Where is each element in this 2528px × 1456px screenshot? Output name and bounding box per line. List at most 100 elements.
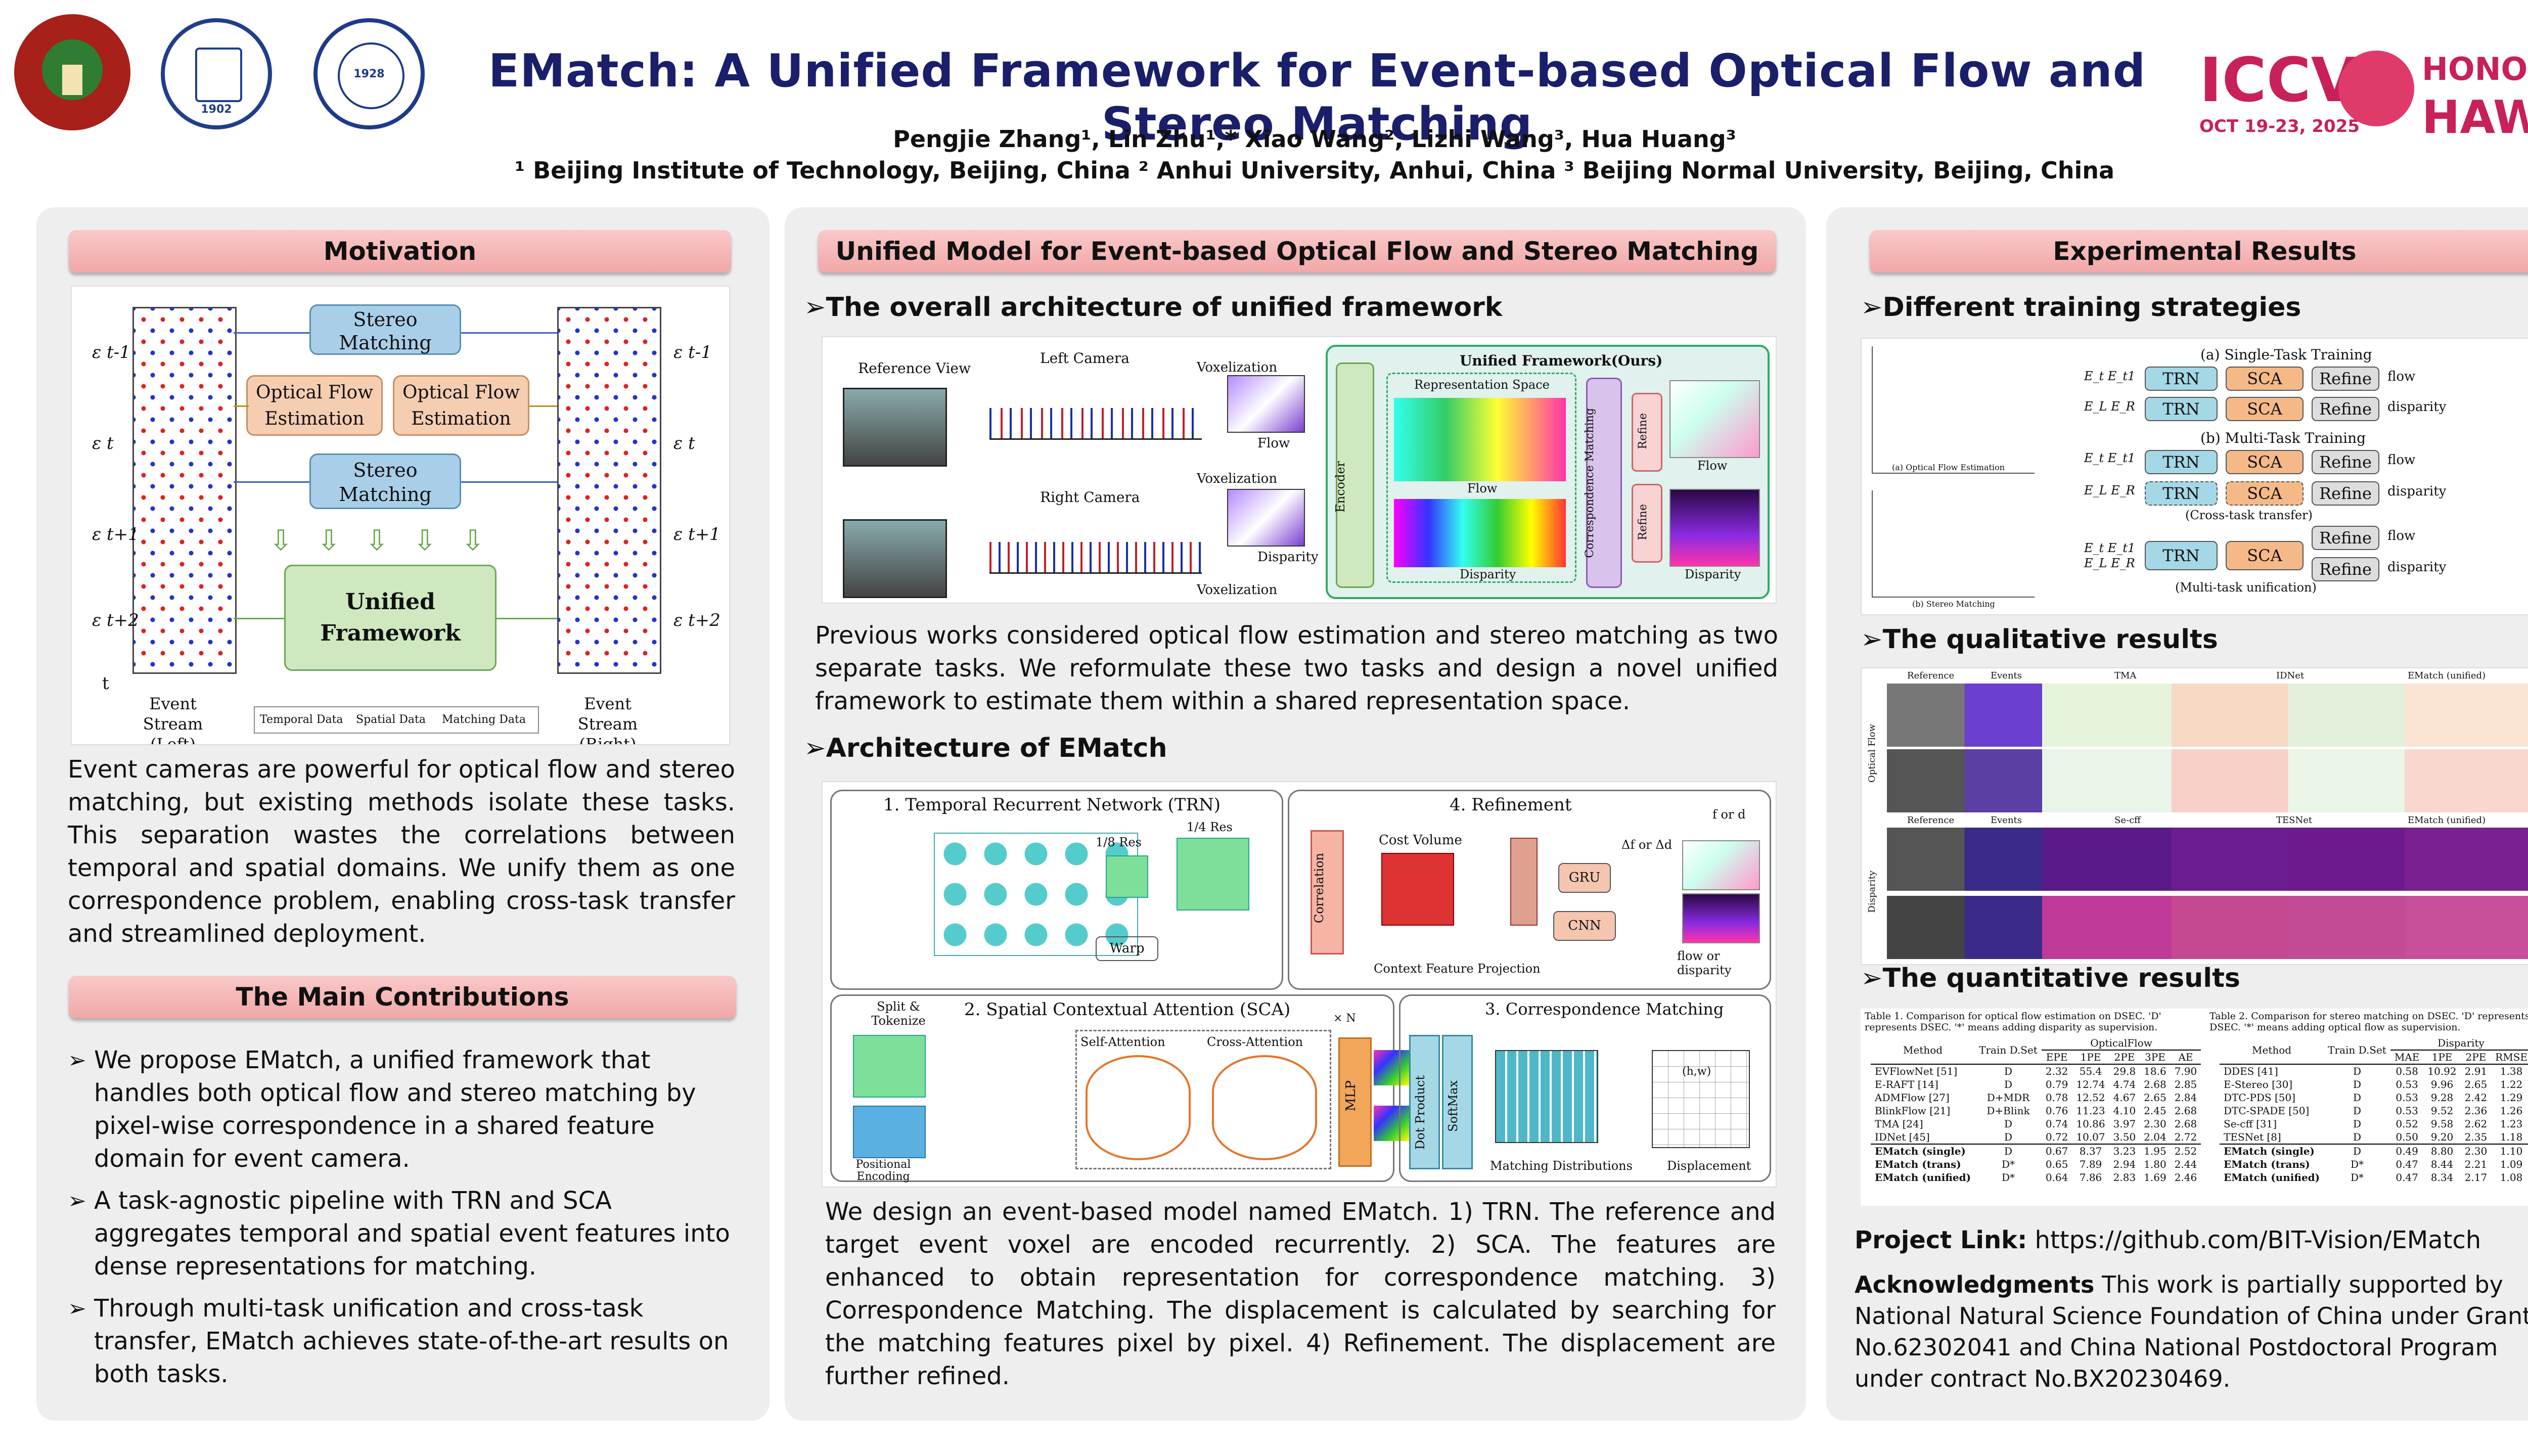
disp-result (1682, 893, 1760, 943)
table-cell: 2.21 (2464, 1158, 2488, 1170)
unification-label: (Multi-task unification) (2175, 580, 2317, 595)
training-strategies-figure: (a) Optical Flow Estimation (b) Stereo M… (1861, 338, 2528, 615)
table-cell: 7.86 (2079, 1171, 2102, 1184)
table-cell: D (2004, 1118, 2012, 1130)
stereo-geometry-diagram (1872, 490, 2035, 598)
col-label: Events (1991, 670, 2022, 681)
eps-label: ε t (673, 433, 695, 453)
eps-label: ε t+2 (92, 610, 139, 630)
disparity-label: Disparity (1257, 550, 1319, 565)
table-cell: E-Stereo [30] (2224, 1078, 2293, 1090)
table-cell: D* (2350, 1158, 2364, 1170)
refine-label: Refine (1637, 504, 1649, 540)
disp-out: disparity (2387, 399, 2447, 415)
left-camera-label: Left Camera (1040, 350, 1130, 367)
rep-flow-field (1394, 398, 1566, 481)
rep-disp-label: Disparity (1460, 567, 1516, 581)
table-cell: BlinkFlow [21] (1875, 1105, 1951, 1117)
table-cell: 2.42 (2464, 1091, 2488, 1104)
affiliations: ¹ Beijing Institute of Technology, Beiji… (514, 157, 2115, 184)
project-link: Project Link: https://github.com/BIT-Vis… (1855, 1226, 2481, 1254)
table-cell: 10.86 (2076, 1118, 2105, 1130)
delta-label: Δf or Δd (1621, 838, 1673, 852)
table-cell: 0.47 (2396, 1158, 2418, 1170)
f-or-d-label: f or d (1712, 807, 1746, 822)
table-cell: 1.95 (2140, 1144, 2171, 1158)
of-caption: (a) Optical Flow Estimation (1892, 463, 2005, 472)
legend-temporal: Temporal Data (260, 713, 343, 726)
refine-chip: Refine (2312, 367, 2379, 391)
correlation-label: Correlation (1312, 853, 1326, 924)
legend-matching: Matching Data (442, 713, 526, 726)
left-stream-label: Event Stream (Left) (143, 694, 203, 745)
unified-architecture-figure: Reference View Left Camera Right Camera … (822, 336, 1777, 604)
table-cell: 2.68 (2174, 1118, 2197, 1130)
disp-out: disparity (2387, 560, 2447, 575)
acknowledgments: Acknowledgments This work is partially s… (1855, 1269, 2528, 1394)
table-cell: D (2324, 1144, 2390, 1158)
table2-group: Disparity (2390, 1036, 2528, 1051)
table-cell: 0.53 (2396, 1078, 2418, 1090)
ack-label: Acknowledgments (1855, 1271, 2095, 1298)
arrow-gold (529, 405, 557, 407)
matching-grid (1495, 1050, 1598, 1143)
mlp-block (1338, 1037, 1372, 1167)
trn-label: 1. Temporal Recurrent Network (TRN) (883, 795, 1221, 815)
table-cell: 1.26 (2500, 1105, 2523, 1117)
disparity-output (1669, 489, 1760, 567)
cost-volume-label: Cost Volume (1379, 833, 1462, 848)
table-cell: 1.18 (2500, 1131, 2523, 1143)
table-cell: EMatch (unified) (1875, 1171, 1971, 1184)
quantitative-tables: Table 1. Comparison for optical flow est… (1861, 1009, 2528, 1206)
stereo-matching-box-top: Stereo Matching (309, 304, 461, 355)
project-link-label: Project Link: (1855, 1226, 2027, 1254)
table-cell: 0.49 (2390, 1144, 2424, 1158)
optical-flow-box-right: Optical Flow Estimation (393, 375, 529, 436)
flow-input: E_t E_t1 (2084, 369, 2136, 383)
disp-out: disparity (2387, 484, 2447, 499)
table-cell: 9.28 (2430, 1091, 2454, 1104)
of-geometry-diagram (1872, 346, 2035, 474)
multi-task-label: (b) Multi-Task Training (2200, 430, 2366, 446)
voxelization-label: Voxelization (1197, 471, 1278, 486)
table1-caption: Table 1. Comparison for optical flow est… (1865, 1011, 2161, 1033)
trn-chip: TRN (2145, 450, 2218, 474)
project-url[interactable]: https://github.com/BIT-Vision/EMatch (2035, 1226, 2481, 1254)
table-cell: TESNet [8] (2224, 1131, 2281, 1143)
table-cell: 9.96 (2430, 1078, 2454, 1090)
correlation-block (1311, 830, 1344, 954)
voxel-stack (1227, 489, 1305, 547)
time-axis-label: t (102, 673, 109, 694)
table-cell: D (2004, 1078, 2012, 1090)
table1-header: 1PE (2072, 1050, 2109, 1065)
table-cell: 1.38 (2500, 1065, 2523, 1077)
table-cell: 2.44 (2174, 1158, 2197, 1170)
trn-chip: TRN (2145, 541, 2218, 570)
res-14-label: 1/4 Res (1187, 820, 1233, 834)
col-label: EMatch (unified) (2408, 815, 2486, 826)
attention-block (1075, 1030, 1331, 1169)
cnn-box: CNN (1553, 911, 1616, 941)
sca-chip: SCA (2226, 481, 2304, 506)
trn-block (830, 790, 1283, 990)
table2-header: MAE (2390, 1050, 2424, 1065)
mlp-label: MLP (1343, 1080, 1359, 1112)
table-cell: 2.68 (2174, 1105, 2197, 1117)
table-cell: 0.67 (2041, 1144, 2072, 1158)
flow-out: flow (2387, 528, 2416, 543)
table-cell: 8.37 (2072, 1144, 2109, 1158)
eps-label: ε t+1 (673, 524, 720, 544)
cross-transfer-label: (Cross-task transfer) (2185, 508, 2313, 522)
disp-input: E_L E_R (2084, 556, 2135, 570)
ahu-year: 1928 (353, 68, 385, 80)
cnn-block (1510, 838, 1538, 926)
motivation-figure: ε t-1 ε t ε t+1 ε t+2 ε t-1 ε t ε t+1 ε … (71, 286, 730, 745)
table-cell: EMatch (trans) (2224, 1158, 2310, 1170)
